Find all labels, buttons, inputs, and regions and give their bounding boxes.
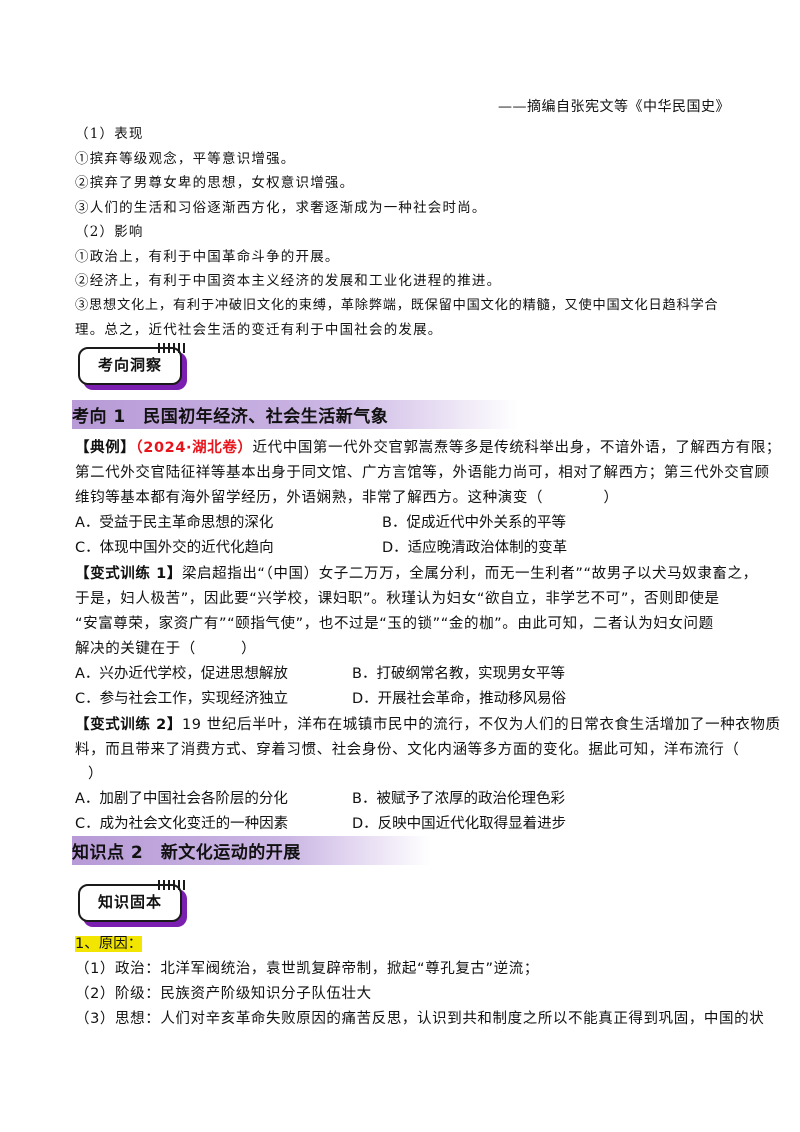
badge-stripes	[158, 880, 188, 890]
option-c: C．成为社会文化变迁的一种因素	[75, 816, 289, 832]
text-line: ①摈弃等级观念，平等意识增强。	[75, 151, 296, 167]
badge-stripes	[158, 343, 188, 353]
text-line: （1）政治：北洋军阀统治，袁世凯复辟帝制，掀起“尊孔复古”逆流；	[75, 961, 539, 977]
text-line: （2）阶级：民族资产阶级知识分子队伍壮大	[75, 986, 372, 1002]
option-c: C．参与社会工作，实现经济独立	[75, 691, 289, 707]
option-b: B．被赋予了浓厚的政治伦理色彩	[352, 791, 565, 807]
cause-title: 1、原因：	[75, 932, 143, 953]
source-citation: ——摘编自张宪文等《中华民国史》	[498, 99, 730, 115]
option-a: A．受益于民主革命思想的深化	[75, 515, 274, 531]
option-b: B．打破纲常名教，实现男女平等	[352, 666, 565, 682]
badge-frame	[78, 347, 182, 385]
question-tag: 【典例】	[75, 440, 136, 456]
option-c: C．体现中国外交的近代化趋向	[75, 540, 274, 556]
option-d: D．开展社会革命，推动移风易俗	[352, 691, 567, 707]
section-badge-kaoxiang: 考向洞察	[78, 343, 188, 387]
text-line: ②摈弃了男尊女卑的思想，女权意识增强。	[75, 175, 355, 191]
text-line: ②经济上，有利于中国资本主义经济的发展和工业化进程的推进。	[75, 273, 502, 289]
option-d: D．适应晚清政治体制的变革	[382, 540, 568, 556]
question-line: 【典例】（2024·湖北卷）近代中国第一代外交官郭嵩焘等多是传统科举出身，不谙外…	[75, 436, 781, 457]
question-line: 维钧等基本都有海外留学经历，外语娴熟，非常了解西方。这种演变（ ）	[75, 490, 619, 506]
section-badge-zhishi: 知识固本	[78, 880, 188, 924]
question-line: 于是，妇人极苦”，因此要“兴学校，课妇职”。秋瑾认为妇女“欲自立，非学艺不可”，…	[75, 591, 720, 607]
question-line: “安富尊荣，家资广有”“颐指气使”，也不过是“玉的锁”“金的枷”。由此可知，二者…	[75, 616, 714, 632]
option-a: A．加剧了中国社会各阶层的分化	[75, 791, 288, 807]
question-text: 近代中国第一代外交官郭嵩焘等多是传统科举出身，不谙外语，了解西方有限；	[252, 440, 782, 456]
question-line: ）	[88, 766, 104, 782]
badge-label: 考向洞察	[97, 356, 162, 374]
question-text: 19 世纪后半叶，洋布在城镇市民中的流行，不仅为人们的日常衣食生活增加了一种衣物…	[181, 717, 781, 733]
text-line: ①政治上，有利于中国革命斗争的开展。	[75, 249, 340, 265]
text-line: （1）表现	[75, 126, 144, 142]
question-line: 【变式训练 1】梁启超指出“（中国）女子二万万，全属分利，而无一生利者”“故男子…	[75, 562, 758, 583]
question-text: 梁启超指出“（中国）女子二万万，全属分利，而无一生利者”“故男子以犬马奴隶畜之，	[181, 566, 758, 582]
question-line: 料，而且带来了消费方式、穿着习惯、社会身份、文化内涵等多方面的变化。据此可知，洋…	[75, 742, 740, 758]
section-heading: 知识点 2 新文化运动的开展	[72, 836, 431, 865]
option-d: D．反映中国近代化取得显着进步	[352, 816, 567, 832]
question-source: （2024·湖北卷）	[135, 440, 253, 456]
option-b: B．促成近代中外关系的平等	[382, 515, 566, 531]
question-line: 解决的关键在于（ ）	[75, 641, 257, 657]
text-line: ③思想文化上，有利于冲破旧文化的束缚，革除弊端，既保留中国文化的精髓，又使中国文…	[75, 298, 719, 313]
question-tag: 【变式训练 1】	[75, 566, 182, 582]
question-line: 第二代外交官陆征祥等基本出身于同文馆、广方言馆等，外语能力尚可，相对了解西方；第…	[75, 465, 770, 481]
question-tag: 【变式训练 2】	[75, 717, 182, 733]
badge-label: 知识固本	[97, 893, 162, 911]
text-line: ③人们的生活和习俗逐渐西方化，求奢逐渐成为一种社会时尚。	[75, 200, 487, 216]
text-line: 理。总之，近代社会生活的变迁有利于中国社会的发展。	[75, 322, 443, 338]
option-a: A．兴办近代学校，促进思想解放	[75, 666, 288, 682]
section-heading: 考向 1 民国初年经济、社会生活新气象	[72, 400, 519, 429]
question-line: 【变式训练 2】19 世纪后半叶，洋布在城镇市民中的流行，不仅为人们的日常衣食生…	[75, 713, 781, 734]
badge-frame	[78, 884, 182, 922]
text-line: （3）思想：人们对辛亥革命失败原因的痛苦反思，认识到共和制度之所以不能真正得到巩…	[75, 1011, 765, 1027]
text-line: （2）影响	[75, 224, 144, 240]
highlighted-title: 1、原因：	[75, 936, 143, 952]
